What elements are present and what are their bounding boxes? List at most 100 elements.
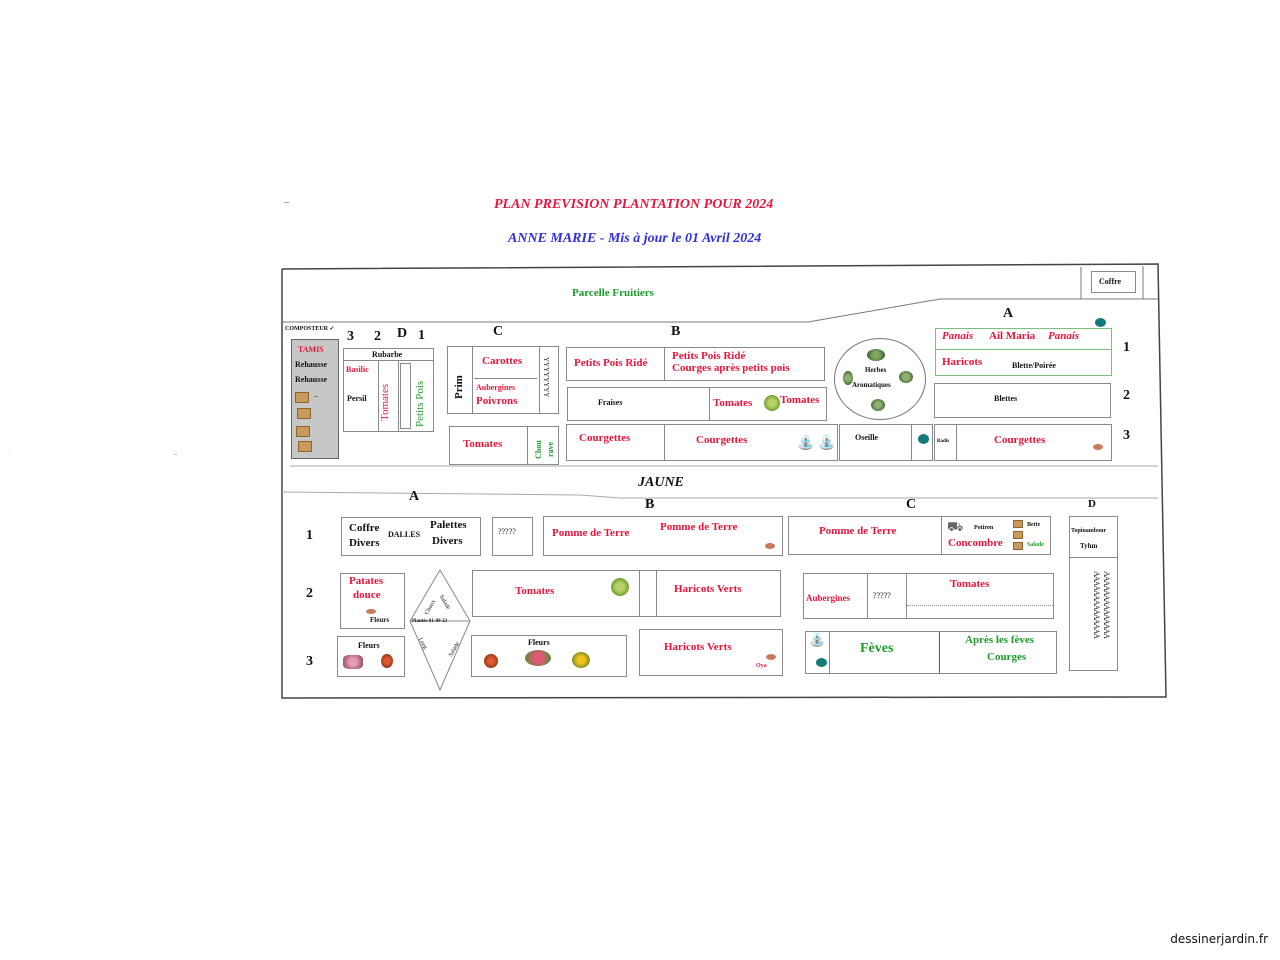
watermark: dessinerjardin.fr bbox=[1170, 932, 1268, 946]
divers-label-2: Divers bbox=[432, 535, 463, 547]
crate-icon bbox=[298, 441, 312, 452]
divider bbox=[472, 347, 473, 413]
compost-panel[interactable]: TAMIS Rehausse Rehausse – bbox=[291, 339, 339, 459]
crate-icon bbox=[297, 408, 311, 419]
page-title: PLAN PREVISION PLANTATION POUR 2024 bbox=[494, 197, 774, 212]
chou-label: Chou bbox=[534, 440, 543, 459]
fraises-bed[interactable]: Fraises Tomates Tomates bbox=[567, 387, 827, 421]
page-subtitle: ANNE MARIE - Mis à jour le 01 Avril 2024 bbox=[508, 231, 762, 246]
wheelbarrow-icon: ⛟ bbox=[947, 519, 964, 534]
petits-pois-vertical-label: Petits Pois bbox=[414, 380, 426, 427]
crate-icon bbox=[296, 426, 310, 437]
coffre-label: Coffre bbox=[1099, 277, 1122, 286]
fleurs-bed-1[interactable]: Fleurs bbox=[337, 636, 405, 677]
panais-bed[interactable]: Panais Ail Maria Panais Haricots Blette/… bbox=[935, 328, 1112, 376]
aubergines-bed[interactable]: Aubergines ????? Tomates bbox=[803, 573, 1054, 619]
rubarbe-bed[interactable]: Rubarbe Basilic Persil Tomates Petits Po… bbox=[343, 348, 434, 432]
tomates-chou-bed[interactable]: Tomates Chou rave bbox=[449, 426, 559, 465]
oseille-label: Oseille bbox=[855, 433, 879, 442]
tomates-haricots-bed[interactable]: Tomates Haricots Verts bbox=[472, 570, 781, 617]
divider bbox=[829, 632, 830, 673]
narrow-bed[interactable] bbox=[400, 363, 411, 429]
crate-icon bbox=[1013, 531, 1023, 539]
diamond-bed[interactable] bbox=[409, 569, 471, 693]
blettes-bed[interactable]: Blettes bbox=[934, 383, 1111, 418]
dash-mark: – bbox=[314, 391, 318, 400]
herbes-circle[interactable]: Herbes Aromatiques bbox=[834, 338, 926, 420]
palettes-label: Palettes bbox=[430, 519, 467, 531]
courgettes-a-bed[interactable]: Radis Courgettes bbox=[934, 424, 1112, 461]
haricots-verts-bed[interactable]: Haricots Verts Oya bbox=[639, 629, 783, 676]
fleurs-label: Fleurs bbox=[358, 641, 380, 650]
stone-icon bbox=[1093, 444, 1103, 450]
herb-icon bbox=[871, 399, 885, 411]
aubergines-label: Aubergines bbox=[476, 383, 516, 392]
col-d-bottom-label: D bbox=[1088, 498, 1096, 510]
col-label-2: 2 bbox=[374, 329, 381, 344]
divider bbox=[474, 378, 537, 379]
bette-label: Bette bbox=[1027, 522, 1041, 528]
jaune-label: JAUNE bbox=[638, 475, 684, 490]
blue-stone-icon bbox=[816, 658, 827, 667]
carottes-bed[interactable]: Prim Carottes Aubergines Poivrons YYYYYY… bbox=[447, 346, 559, 414]
watering-can-icon: ⛲ bbox=[809, 632, 826, 647]
divider bbox=[939, 632, 940, 673]
row-label-1: 1 bbox=[1123, 340, 1130, 355]
pdt-label-2: Pomme de Terre bbox=[660, 521, 738, 533]
aubergines-label: Aubergines bbox=[806, 593, 851, 603]
divider bbox=[344, 360, 433, 361]
tyhm-label: Tyhm bbox=[1080, 542, 1098, 550]
row-label-3: 3 bbox=[306, 654, 313, 669]
pdt-concombre-bed[interactable]: Pomme de Terre ⛟ Potiron Concombre Bette… bbox=[788, 516, 1051, 555]
courges-apres-label: Courges après petits pois bbox=[672, 362, 790, 374]
crate-icon bbox=[295, 392, 309, 403]
patates-bed[interactable]: Patates douce Fleurs bbox=[340, 573, 405, 629]
pdt-bed[interactable]: Pomme de Terre Pomme de Terre bbox=[543, 516, 783, 556]
courgettes-bed[interactable]: Courgettes Courgettes ⛲ ⛲ bbox=[566, 424, 838, 461]
douce-label: douce bbox=[353, 589, 381, 601]
fleurs-bed-2[interactable]: Fleurs bbox=[471, 635, 627, 677]
courges-label: Courges bbox=[987, 651, 1027, 663]
tomates-label-2: Tomates bbox=[950, 578, 990, 590]
small-label: Radis bbox=[937, 439, 950, 444]
divider bbox=[664, 425, 665, 460]
rubarbe-label: Rubarbe bbox=[372, 350, 403, 359]
tomates-label: Tomates bbox=[713, 397, 753, 409]
blettes-label: Blettes bbox=[994, 394, 1018, 403]
col-a-bottom-label: A bbox=[409, 489, 420, 504]
divider bbox=[936, 349, 1111, 350]
crate-icon bbox=[1013, 542, 1023, 550]
pdt-label: Pomme de Terre bbox=[552, 527, 630, 539]
oseille-bed[interactable]: Oseille bbox=[839, 424, 933, 461]
ail-label: Ail Maria bbox=[989, 330, 1036, 342]
col-c-top-label: C bbox=[493, 324, 504, 339]
column-d-marks: AAAAAAAAAAAAAA bbox=[1102, 571, 1111, 638]
coffre-label: Coffre bbox=[349, 522, 380, 534]
coffre-dalles-bed[interactable]: Coffre Divers DALLES Palettes Divers bbox=[341, 517, 481, 556]
blue-stone-icon bbox=[1095, 318, 1106, 327]
coffre-box[interactable]: Coffre bbox=[1091, 271, 1136, 293]
petits-pois-bed[interactable]: Petits Pois Ridé Petits Pois Ridé Courge… bbox=[566, 347, 825, 381]
salade-label: Salade bbox=[1027, 542, 1045, 548]
fleurs-label-2: Fleurs bbox=[528, 638, 550, 647]
plant-icon bbox=[764, 395, 780, 411]
row-label-1: 1 bbox=[306, 528, 313, 543]
col-label-d: D bbox=[397, 326, 408, 341]
topinambour-bed[interactable]: Topinambour Tyhm AAAAAAAAAAAAAA AAAAAAAA… bbox=[1069, 516, 1118, 671]
tomates-label: Tomates bbox=[515, 585, 555, 597]
row-label-2: 2 bbox=[306, 586, 313, 601]
divider bbox=[398, 361, 399, 431]
crate-icon bbox=[1013, 520, 1023, 528]
courgettes-label-2: Courgettes bbox=[696, 434, 748, 446]
qmarks-bed[interactable]: ????? bbox=[492, 517, 533, 556]
flower-icon bbox=[484, 654, 498, 668]
fleurs-label: Fleurs bbox=[370, 616, 390, 624]
concombre-label: Concombre bbox=[948, 537, 1003, 549]
petits-pois-ride-label: Petits Pois Ridé bbox=[574, 357, 648, 369]
topinambour-label: Topinambour bbox=[1071, 528, 1107, 534]
fruitiers-label: Parcelle Fruitiers bbox=[572, 287, 654, 299]
courgettes-label: Courgettes bbox=[579, 432, 631, 444]
unknown-marks: ????? bbox=[498, 527, 516, 536]
row-label-3: 3 bbox=[1123, 428, 1130, 443]
feves-bed[interactable]: ⛲ Fèves Après les fèves Courges bbox=[805, 631, 1057, 674]
